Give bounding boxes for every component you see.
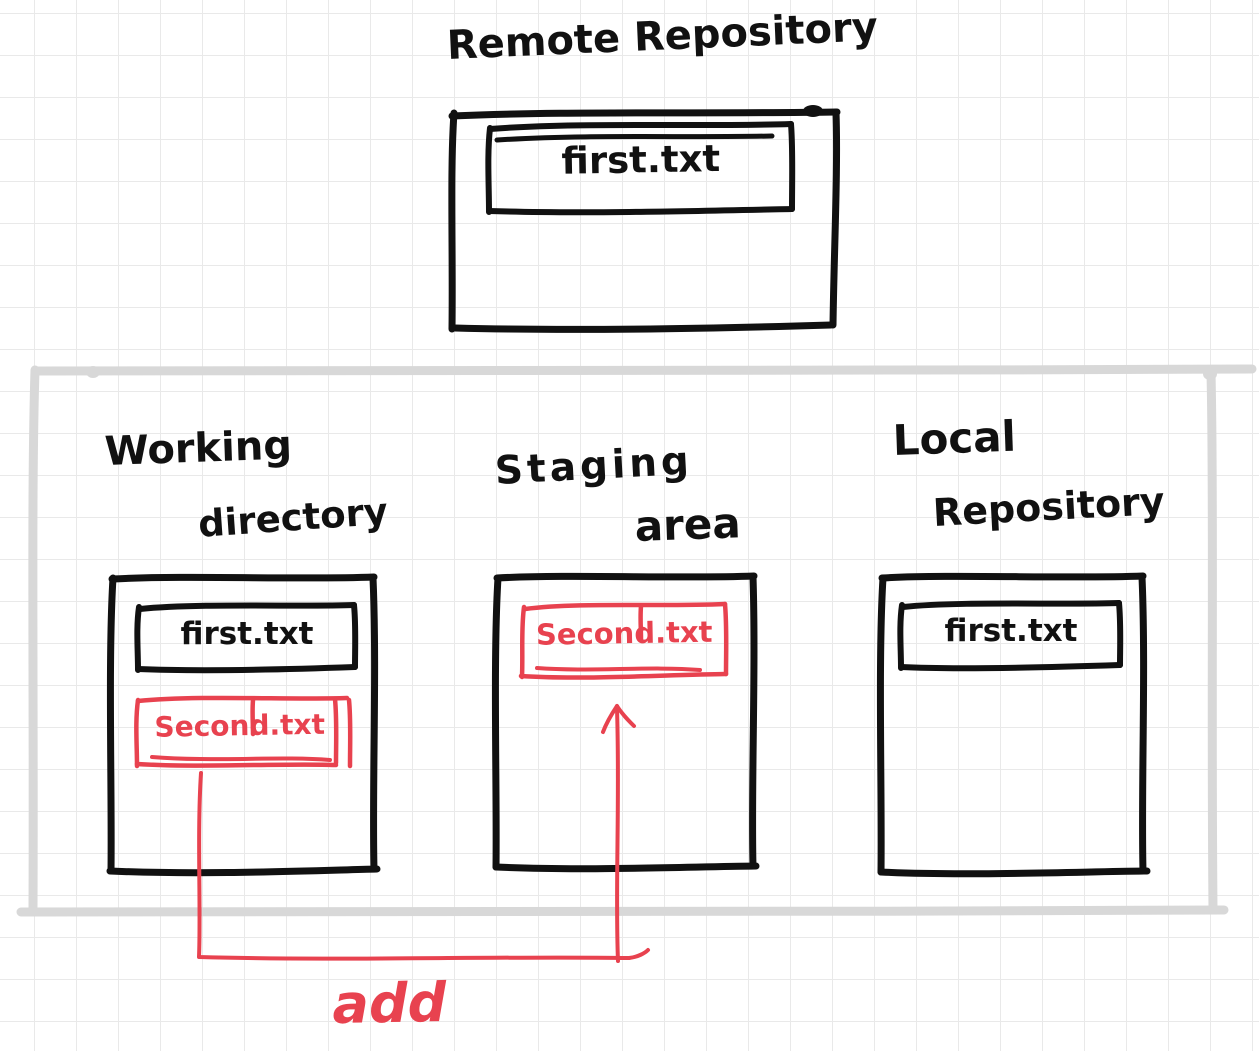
working-first-file-box <box>134 602 359 674</box>
workspace-container-box <box>16 364 1257 918</box>
working-file-first-label: first.txt <box>180 616 314 652</box>
staging-area-title-line1: Staging <box>493 438 694 494</box>
add-arrow-label: add <box>331 971 447 1036</box>
remote-file-box <box>485 121 796 216</box>
staging-second-file-box <box>518 601 729 680</box>
local-file-first-label: first.txt <box>944 613 1078 649</box>
ink-blot <box>803 105 823 117</box>
staging-area-title-line2: area <box>633 498 742 551</box>
local-repository-box <box>876 572 1151 878</box>
staging-area-box <box>491 572 760 873</box>
local-repository-title-line1: Local <box>891 411 1017 465</box>
remote-file-label: first.txt <box>561 136 721 183</box>
remote-repository-box <box>448 105 841 333</box>
working-file-second-label: Second.txt <box>154 707 326 744</box>
local-first-file-box <box>897 600 1124 672</box>
local-repository-title-line2: Repository <box>931 478 1166 535</box>
working-directory-title-line1: Working <box>103 422 293 475</box>
working-directory-box <box>106 573 381 877</box>
staging-file-second-label: Second.txt <box>535 614 713 652</box>
add-arrow <box>197 704 650 963</box>
working-second-file-box <box>134 695 353 769</box>
